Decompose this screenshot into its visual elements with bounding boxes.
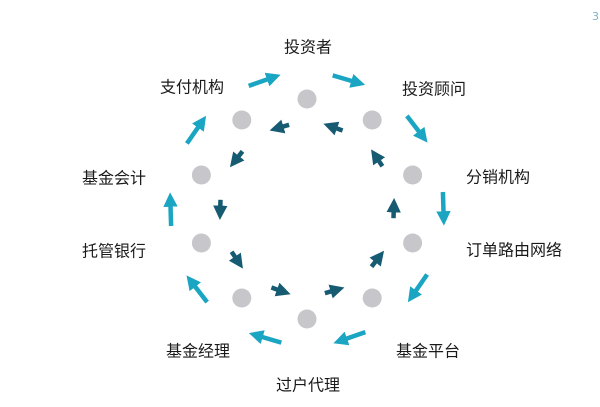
inner-arrow-investor-to-payment-agency bbox=[269, 119, 290, 134]
node-dot-transfer-agent bbox=[297, 309, 317, 329]
node-dot-fund-platform bbox=[362, 288, 382, 308]
node-label-order-network: 订单路由网络 bbox=[466, 241, 562, 260]
outer-arrow-distributor-to-order-network bbox=[436, 191, 451, 226]
inner-arrow-fund-manager-to-transfer-agent bbox=[270, 282, 291, 297]
outer-arrow-transfer-agent-to-fund-manager bbox=[248, 330, 282, 345]
node-label-fund-platform: 基金平台 bbox=[396, 342, 460, 361]
node-dot-investor bbox=[297, 89, 317, 109]
inner-arrow-transfer-agent-to-fund-platform bbox=[324, 284, 345, 299]
outer-arrow-custodian-to-fund-accountant bbox=[163, 192, 178, 227]
arrows-layer bbox=[163, 72, 451, 346]
inner-arrow-advisor-to-investor bbox=[323, 121, 344, 136]
node-label-distributor: 分销机构 bbox=[466, 168, 530, 187]
corner-glyph: 3 bbox=[592, 10, 599, 23]
node-dot-distributor bbox=[403, 165, 423, 185]
node-label-investor: 投资者 bbox=[284, 38, 332, 57]
outer-arrow-fund-manager-to-custodian bbox=[186, 275, 209, 304]
outer-arrow-advisor-to-distributor bbox=[405, 114, 428, 143]
node-label-fund-accountant: 基金会计 bbox=[82, 169, 146, 188]
node-dots-layer bbox=[191, 89, 423, 329]
node-label-payment-agency: 支付机构 bbox=[160, 78, 224, 97]
node-label-transfer-agent: 过户代理 bbox=[276, 376, 340, 395]
node-dot-fund-accountant bbox=[191, 165, 211, 185]
node-label-fund-manager: 基金经理 bbox=[166, 342, 230, 361]
node-dot-order-network bbox=[403, 233, 423, 253]
node-dot-fund-manager bbox=[232, 288, 252, 308]
inner-arrow-fund-platform-to-order-network bbox=[369, 250, 385, 269]
node-label-advisor: 投资顾问 bbox=[402, 80, 466, 99]
outer-arrow-investor-to-advisor bbox=[332, 73, 366, 88]
inner-arrow-custodian-to-fund-manager bbox=[228, 250, 243, 269]
inner-arrow-distributor-to-advisor bbox=[371, 149, 386, 168]
outer-arrow-fund-platform-to-transfer-agent bbox=[333, 329, 367, 346]
node-dot-custodian bbox=[191, 233, 211, 253]
node-labels: 投资者 投资顾问 分销机构 订单路由网络 基金平台 过户代理 基金经理 托管银行… bbox=[82, 38, 562, 395]
node-dot-payment-agency bbox=[232, 110, 252, 130]
outer-arrow-fund-accountant-to-payment-agency bbox=[185, 115, 207, 145]
node-dot-advisor bbox=[362, 110, 382, 130]
node-label-custodian: 托管银行 bbox=[82, 242, 146, 261]
inner-arrow-payment-agency-to-fund-accountant bbox=[229, 149, 245, 168]
outer-arrow-payment-agency-to-investor bbox=[247, 72, 281, 89]
outer-arrow-order-network-to-fund-platform bbox=[407, 273, 429, 303]
